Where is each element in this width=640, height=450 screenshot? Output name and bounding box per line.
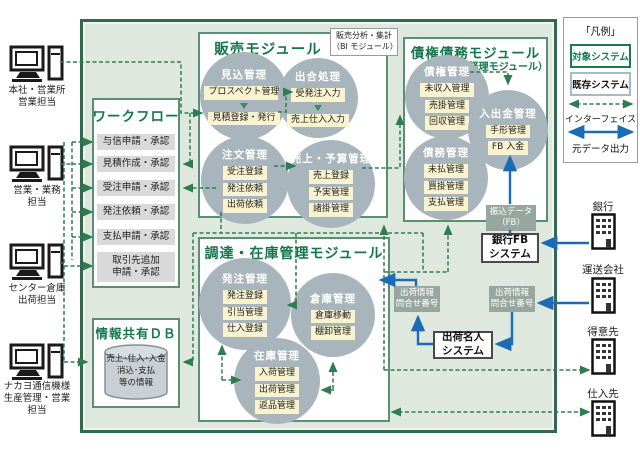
process-circle: 在庫管理 入荷管理 出荷管理 返品管理 [234, 338, 320, 424]
building-icon [591, 338, 616, 375]
process-item: 発注登録 [222, 290, 267, 304]
partner-label: 運送会社 [582, 264, 624, 276]
actor-label: センター倉庫 出荷担当 [8, 283, 66, 306]
process-circle-title: 見込管理 [221, 69, 267, 81]
process-item: 売掛管理 [424, 99, 469, 114]
process-circle-title: 売上・予算管理 [290, 153, 372, 166]
process-circle-title: 注文管理 [222, 149, 268, 162]
actor-label: 営業・業務 担当 [13, 185, 61, 208]
workflow-item: 受注申請・承認 [97, 180, 175, 196]
building-icon [591, 213, 616, 250]
process-circle: 発注管理 発注登録 引当管理 仕入登録 [199, 258, 291, 350]
process-item: 諸掛管理 [308, 203, 353, 217]
process-circle-title: 出合処理 [295, 71, 341, 83]
workflow-item: 発注依頼・承認 [97, 204, 175, 220]
legend-source-output-label: 元データ出力 [571, 144, 629, 155]
partner-label: 銀行 [592, 201, 614, 213]
box-shipping-meijin-system: 出荷名人 システム [433, 331, 493, 359]
box-bank-fb-system: 銀行FB システム [481, 233, 539, 263]
tag-shipping-info-left: 出荷情報 問合せ番号 [394, 286, 440, 312]
process-item: 返品管理 [254, 400, 299, 414]
legend-interface-label: インターフェイス [564, 115, 637, 125]
sales-module-title: 販売モジュール [214, 42, 322, 58]
workflow-item: 与信申請・承認 [97, 134, 175, 150]
process-circle-title: 倉庫管理 [310, 292, 356, 305]
workflow-item: 取引先追加 申請・承認 [97, 252, 175, 282]
db-cylinder-label: 売上･仕入･入金 消込･支払 等の情報 [106, 354, 166, 388]
shared-db-title: 情報共有ＤＢ [95, 326, 177, 341]
procurement-module-title: 調達・在庫管理モジュール [204, 246, 384, 262]
process-item: 回収管理 [424, 116, 469, 130]
process-item: 受注登録 [222, 166, 267, 180]
process-circle: 売上・予算管理 売上登録 予実管理 諸掛管理 [287, 140, 375, 228]
process-item: 入荷管理 [254, 367, 299, 381]
tag-shipping-info-right: 出荷情報 問合せ番号 [489, 286, 535, 312]
tag-furikomi-data: 振込データ （FB） [486, 205, 536, 231]
legend-title: 「凡例」 [580, 27, 621, 38]
process-item: 未払管理 [423, 164, 468, 178]
building-icon [591, 277, 616, 314]
process-item: 倉庫移動 [310, 309, 355, 323]
process-item: 未収入管理 [420, 83, 474, 97]
bi-note: 販売分析・集計 （BI モジュール） [330, 28, 398, 56]
process-circle-title: 入出金管理 [479, 107, 537, 120]
workflow-item: 見積作成・承認 [97, 156, 175, 172]
process-item: 仕入登録 [222, 323, 267, 337]
legend-existing-system: 既存システム [570, 72, 631, 96]
process-circle-title: 在庫管理 [254, 350, 300, 363]
process-item: FB 入金 [487, 141, 529, 155]
db-cylinder-icon [104, 344, 168, 400]
down-arrow-icon [314, 104, 322, 111]
process-item: 出荷依頼 [222, 199, 267, 213]
partner-label: 仕入先 [587, 388, 619, 400]
receivables-module-subtitle: （経理モジュール） [458, 62, 548, 73]
actor-label: ナカヨ通信機様 生産管理・営業 担当 [3, 381, 71, 416]
process-circle: 出合処理 受発注入力 売上仕入入力 [278, 58, 358, 138]
actor-label: 本社・営業所 営業担当 [8, 85, 66, 108]
process-circle: 注文管理 受注登録 発注依頼 出荷依頼 [201, 136, 289, 224]
computer-icon [9, 45, 64, 82]
workflow-title: ワークフロー [92, 109, 180, 125]
legend-target-system: 対象システム [570, 44, 631, 68]
process-item: 売上仕入入力 [286, 113, 349, 127]
process-item: 受発注入力 [291, 88, 345, 102]
process-item: 手形管理 [485, 124, 530, 138]
partner-label: 得意先 [587, 326, 619, 338]
process-item: 引当管理 [222, 306, 267, 321]
computer-icon [9, 145, 64, 182]
process-item: プロスペクト管理 [204, 86, 284, 100]
process-item: 見積登録・発行 [208, 111, 280, 125]
process-item: 棚卸管理 [310, 326, 355, 340]
process-circle: 見込管理 プロスペクト管理 見積登録・発行 [200, 52, 288, 140]
process-circle: 倉庫管理 倉庫移動 棚卸管理 [291, 273, 375, 357]
computer-icon [9, 343, 64, 380]
process-circle-title: 債務管理 [423, 147, 469, 160]
process-item: 売上登録 [308, 170, 353, 184]
computer-icon [9, 243, 64, 280]
process-circle: 債務管理 未払管理 買掛管理 支払管理 [404, 136, 488, 220]
building-icon [591, 400, 616, 437]
process-circle-title: 債権管理 [424, 66, 470, 79]
down-arrow-icon [240, 102, 248, 109]
process-circle-title: 発注管理 [222, 273, 268, 286]
process-item: 出荷管理 [254, 383, 299, 398]
process-item: 買掛管理 [423, 180, 468, 195]
process-item: 予実管理 [308, 186, 353, 201]
workflow-item: 支払申請・承認 [97, 229, 175, 245]
process-item: 支払管理 [423, 197, 468, 211]
process-item: 発注依頼 [222, 182, 267, 197]
